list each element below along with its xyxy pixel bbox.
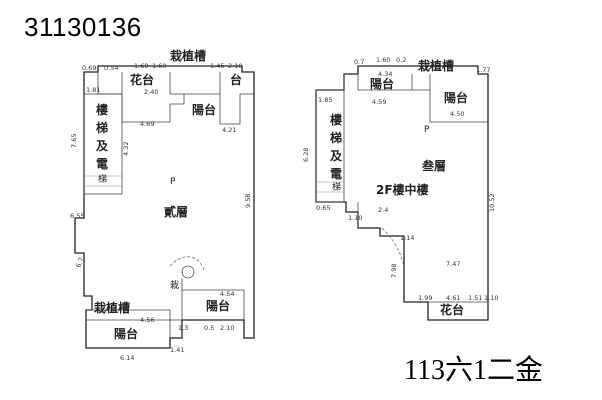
- svg-text:1.45: 1.45: [210, 62, 224, 70]
- label-balcony-tl-r: 陽台: [370, 76, 394, 91]
- svg-text:及: 及: [330, 149, 343, 163]
- svg-text:2.4: 2.4: [378, 206, 388, 214]
- svg-text:7.65: 7.65: [70, 134, 78, 148]
- svg-text:1.60: 1.60: [152, 62, 166, 70]
- svg-text:1.3: 1.3: [178, 324, 188, 332]
- floor-prefix-right: P: [424, 125, 430, 135]
- svg-text:1.77: 1.77: [476, 66, 490, 74]
- svg-text:6.7: 6.7: [74, 256, 85, 268]
- svg-text:0.54: 0.54: [104, 64, 118, 72]
- svg-text:0.5: 0.5: [204, 324, 214, 332]
- label-balcony-tl: 花台: [130, 72, 154, 87]
- svg-text:0.65: 0.65: [316, 204, 330, 212]
- svg-text:2.10: 2.10: [228, 62, 242, 70]
- svg-text:1.81: 1.81: [86, 86, 100, 94]
- svg-text:2.40: 2.40: [144, 88, 158, 96]
- svg-text:梯: 梯: [332, 181, 341, 193]
- svg-text:1.51: 1.51: [468, 294, 482, 302]
- label-balcony-tr: 陽台: [192, 102, 216, 117]
- svg-text:4.59: 4.59: [372, 98, 386, 106]
- svg-text:4.61: 4.61: [446, 294, 460, 302]
- svg-text:1.60: 1.60: [376, 56, 390, 64]
- svg-text:6.55: 6.55: [70, 212, 84, 220]
- label-balcony-bl: 陽台: [114, 326, 138, 341]
- label-stair: 樓: [96, 102, 108, 117]
- svg-text:1.41: 1.41: [170, 346, 184, 354]
- svg-text:電: 電: [330, 167, 342, 181]
- svg-text:電: 電: [96, 157, 108, 171]
- svg-text:2.10: 2.10: [220, 324, 234, 332]
- label-storage: 栽: [170, 279, 179, 291]
- floor-name-right: 叁層: [421, 158, 446, 173]
- floor-plan-left: 栽植槽 花台 台 陽台 樓 梯 及 電 梯 P 貳層 栽 陽台 栽植槽 陽台 0…: [70, 48, 270, 378]
- svg-text:10.52: 10.52: [488, 193, 496, 212]
- svg-text:6.28: 6.28: [302, 148, 310, 162]
- svg-text:0.69: 0.69: [82, 64, 96, 72]
- note-right: 2F樓中樓: [376, 182, 429, 197]
- svg-text:梯: 梯: [330, 130, 342, 145]
- svg-text:梯: 梯: [96, 120, 108, 135]
- svg-text:4.32: 4.32: [122, 142, 130, 156]
- svg-text:9.58: 9.58: [244, 194, 252, 208]
- svg-text:4.34: 4.34: [378, 70, 392, 78]
- svg-text:0.2: 0.2: [396, 56, 406, 64]
- svg-text:7.47: 7.47: [446, 260, 460, 268]
- svg-text:1.10: 1.10: [484, 294, 498, 302]
- label-balcony-tr-r: 陽台: [444, 90, 468, 105]
- label-planter-top: 栽植槽: [170, 48, 206, 63]
- svg-text:1.10: 1.10: [348, 214, 362, 222]
- document-id: 31130136: [24, 12, 142, 42]
- svg-text:梯: 梯: [98, 173, 107, 185]
- label-planter-top-r: 栽植槽: [418, 58, 454, 73]
- svg-text:1.99: 1.99: [418, 294, 432, 302]
- floor-name-left: 貳層: [164, 204, 188, 219]
- svg-text:4.56: 4.56: [140, 316, 154, 324]
- label-balcony-br: 陽台: [206, 298, 230, 313]
- svg-text:1.14: 1.14: [400, 234, 414, 242]
- label-balcony-bottom-r: 花台: [440, 302, 464, 317]
- svg-text:0.7: 0.7: [354, 58, 364, 66]
- label-planter-bottom: 栽植槽: [94, 300, 130, 315]
- floor-plan-right: 栽植槽 陽台 陽台 樓 梯 及 電 梯 P 叁層 2F樓中樓 花台 0.7 1.…: [300, 52, 510, 322]
- svg-text:4.21: 4.21: [222, 126, 236, 134]
- document-caption: 113六1二金: [404, 355, 543, 386]
- svg-text:4.50: 4.50: [450, 110, 464, 118]
- svg-text:及: 及: [96, 139, 109, 153]
- svg-text:6.14: 6.14: [120, 354, 134, 362]
- svg-text:1.69: 1.69: [134, 62, 148, 70]
- svg-text:1.85: 1.85: [318, 96, 332, 104]
- svg-text:4.54: 4.54: [220, 290, 234, 298]
- svg-text:4.69: 4.69: [140, 120, 154, 128]
- label-balcony-tr2: 台: [230, 72, 242, 87]
- label-stair-r: 樓: [330, 112, 342, 127]
- stair-room: [83, 93, 123, 195]
- stair-room-right: [315, 89, 345, 203]
- floor-prefix-left: P: [170, 177, 176, 187]
- svg-text:7.98: 7.98: [390, 264, 398, 278]
